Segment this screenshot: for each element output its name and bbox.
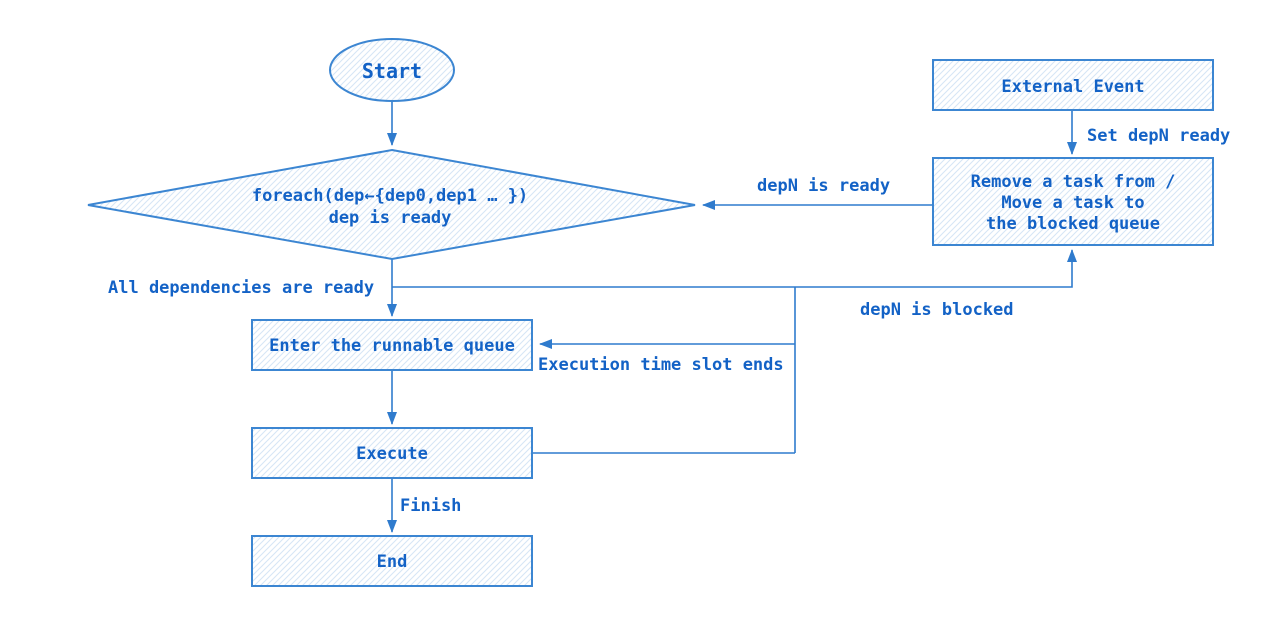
decision-label-line1: foreach(dep←{dep0,dep1 … }): [252, 186, 528, 206]
external-event-node: [932, 59, 1214, 111]
edge-branch-to-blocked: [392, 249, 1077, 288]
edge-label-all-deps-ready: All dependencies are ready: [108, 278, 374, 298]
start-node: [329, 38, 455, 102]
edge-label-depn-is-ready: depN is ready: [757, 176, 890, 196]
decision-node: [87, 148, 696, 261]
start-label: Start: [362, 59, 422, 83]
edge-label-exec-slot-ends: Execution time slot ends: [538, 355, 784, 375]
end-label: End: [377, 552, 408, 572]
execute-label: Execute: [356, 444, 428, 464]
end-node: [251, 535, 533, 587]
external-event-label: External Event: [1001, 77, 1144, 97]
blocked-queue-label-line3: the blocked queue: [986, 214, 1160, 234]
edge-label-set-depn-ready: Set depN ready: [1087, 126, 1230, 146]
nodes: Start foreach(dep←{dep0,dep1 … }) dep is…: [87, 38, 1214, 587]
blocked-queue-label-line1: Remove a task from /: [971, 172, 1176, 192]
runnable-queue-label: Enter the runnable queue: [269, 336, 515, 356]
edge-label-depn-is-blocked: depN is blocked: [860, 300, 1014, 320]
edge-label-finish: Finish: [400, 496, 461, 516]
blocked-queue-label-line2: Move a task to: [1001, 193, 1144, 213]
decision-label-line2: dep is ready: [329, 208, 452, 228]
blocked-queue-node: [932, 157, 1214, 246]
runnable-queue-node: [251, 319, 533, 371]
execute-node: [251, 427, 533, 479]
edges: [387, 101, 1077, 533]
edge-labels: Set depN ready depN is ready All depende…: [108, 126, 1230, 516]
